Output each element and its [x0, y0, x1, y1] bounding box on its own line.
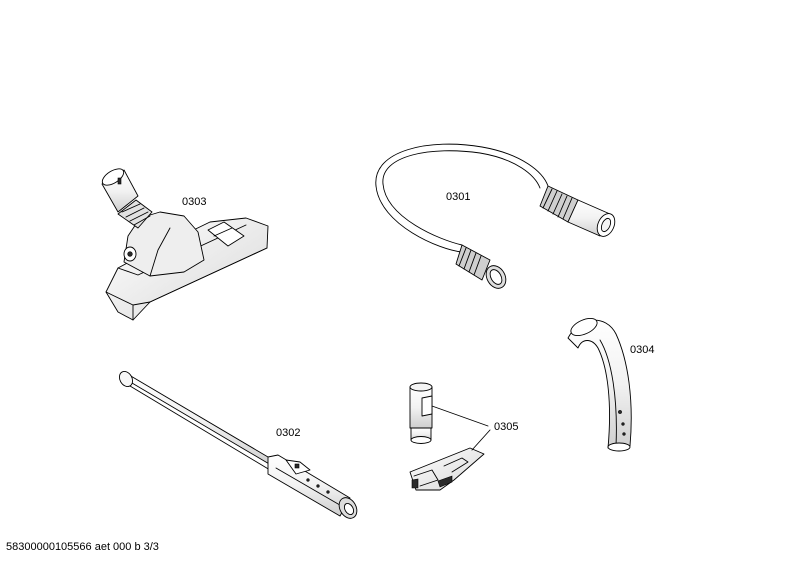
tube-clip-set-drawing [409, 382, 491, 491]
hose-handle-drawing [567, 317, 632, 452]
floor-nozzle-drawing [101, 168, 269, 321]
label-0304: 0304 [630, 344, 654, 356]
suction-hose-drawing [375, 143, 616, 289]
telescopic-tube-drawing [118, 371, 358, 519]
label-0305: 0305 [494, 421, 518, 433]
label-0302: 0302 [276, 427, 300, 439]
label-0301: 0301 [446, 191, 470, 203]
drawing-reference-footer: 58300000105566 aet 000 b 3/3 [6, 541, 159, 553]
label-0303: 0303 [182, 196, 206, 208]
